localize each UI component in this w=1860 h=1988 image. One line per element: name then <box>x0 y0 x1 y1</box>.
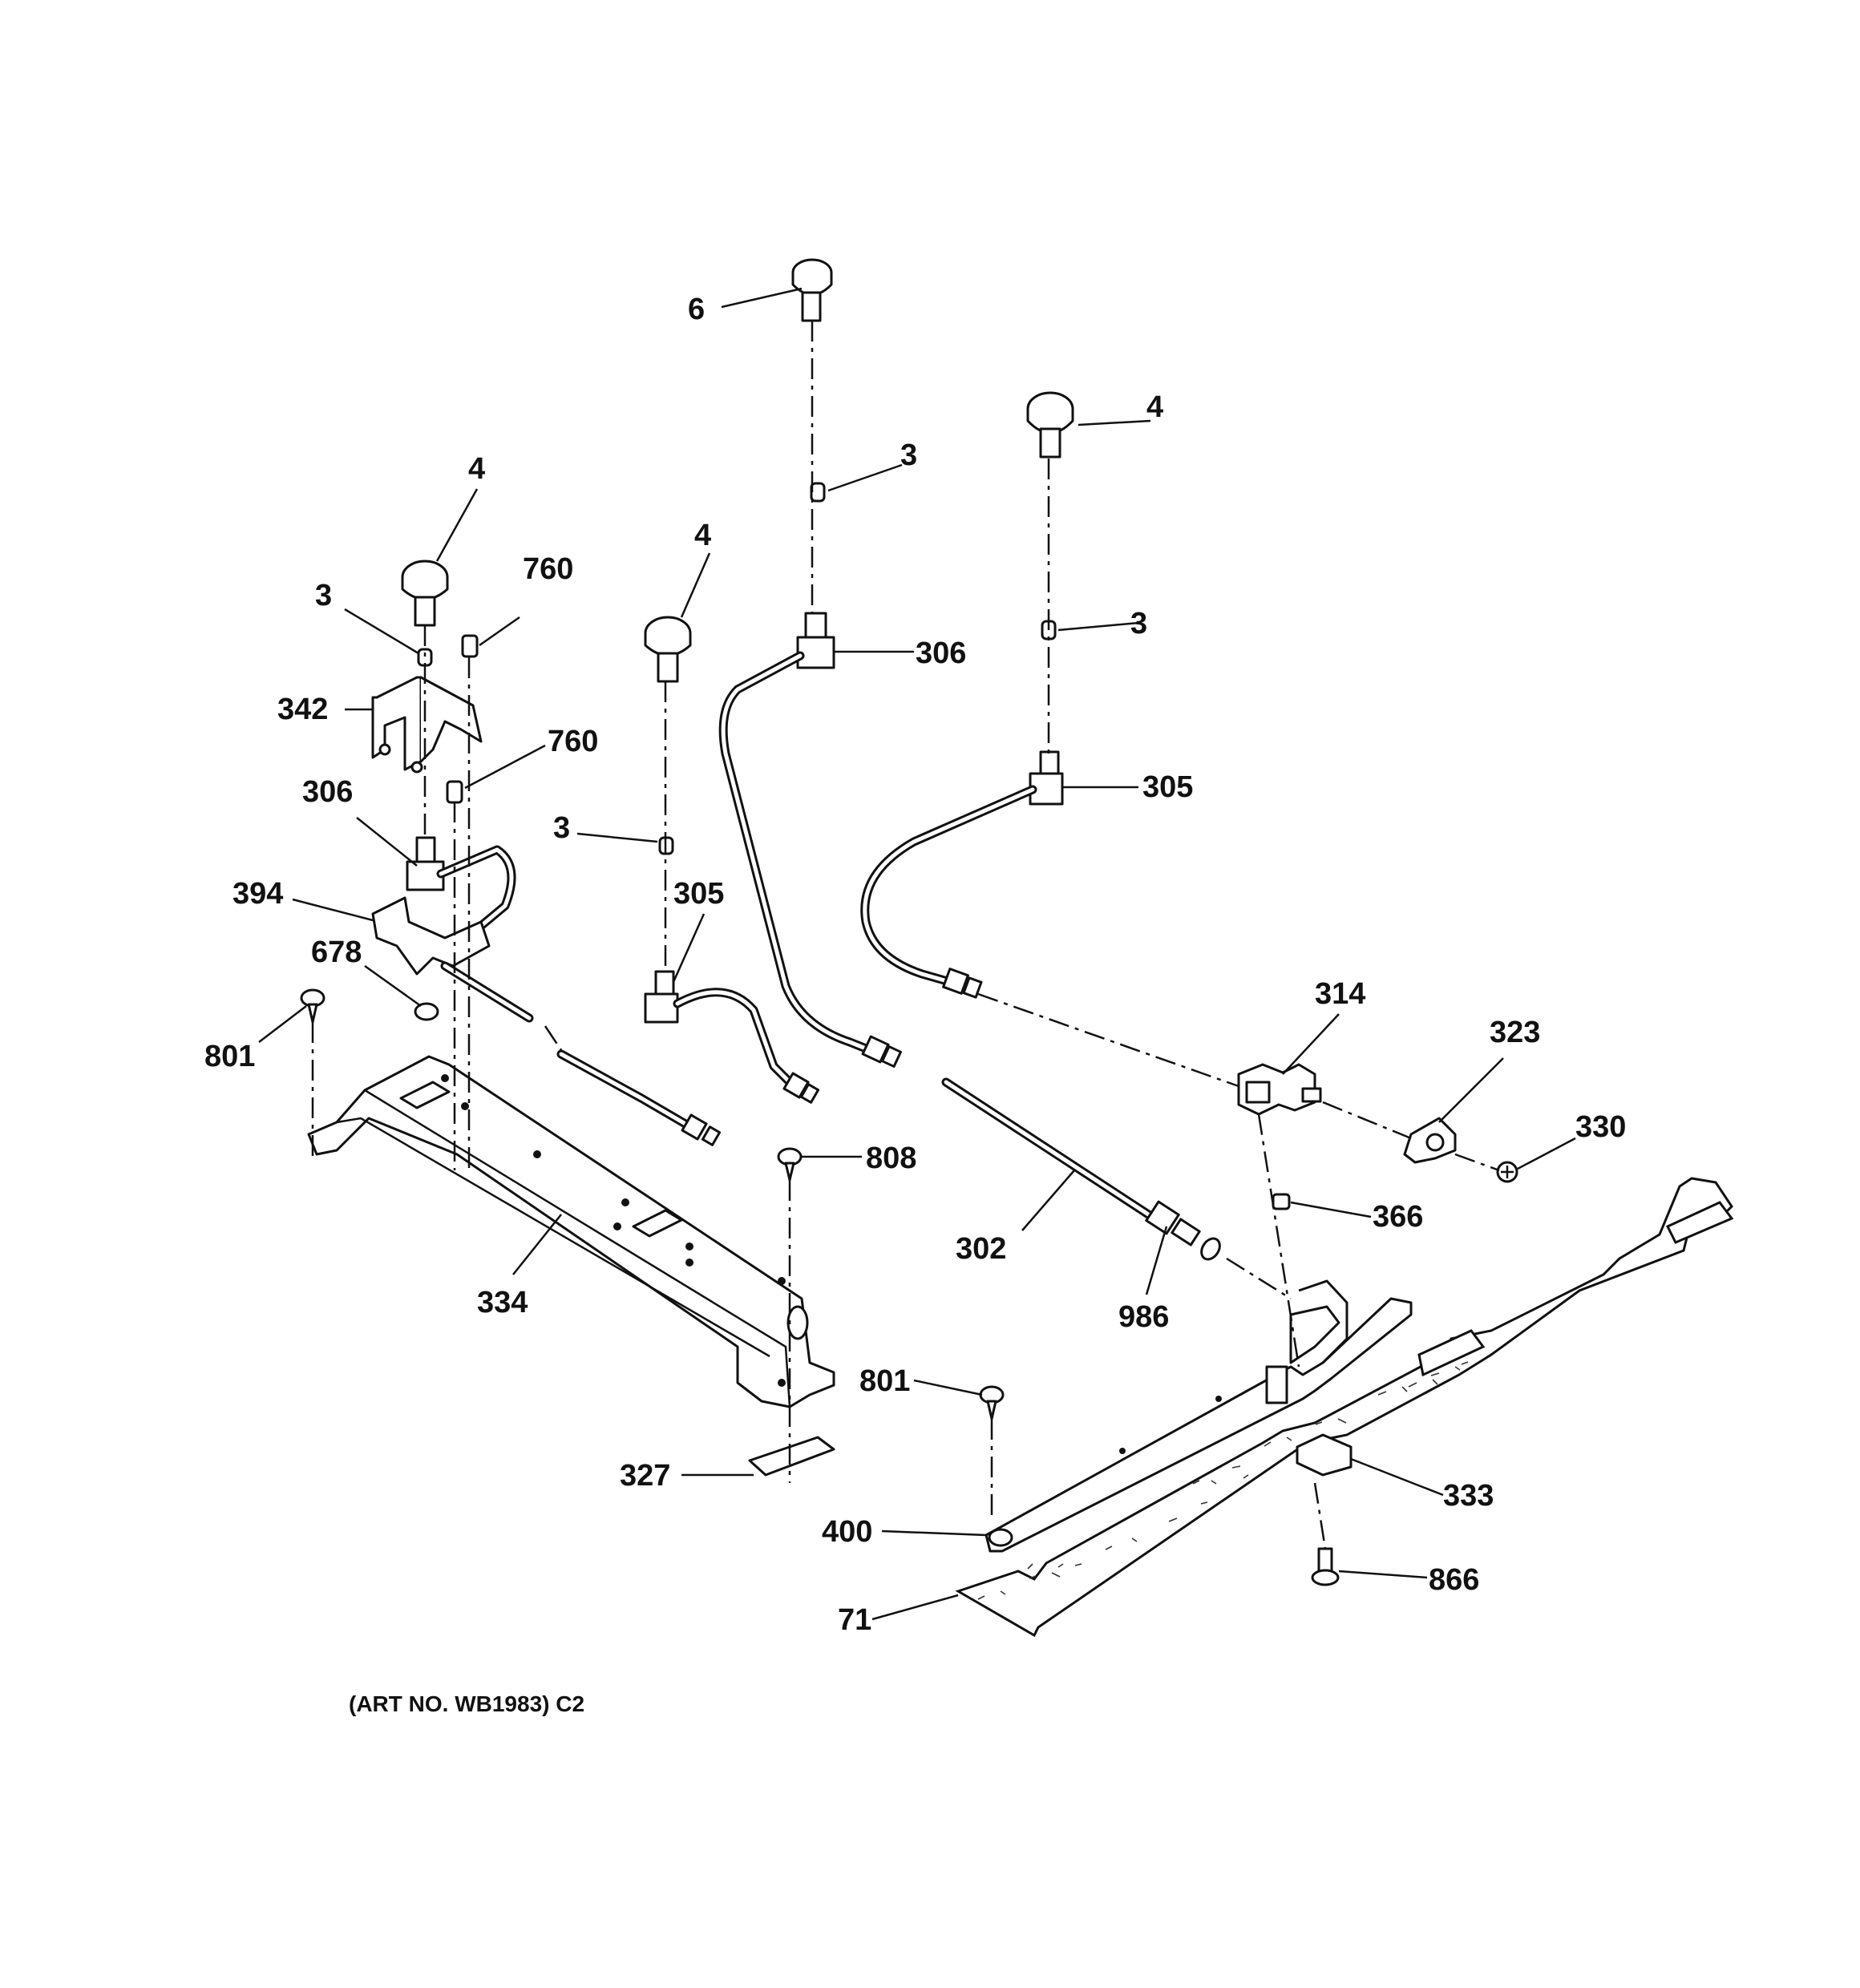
knob-6-top <box>791 258 833 322</box>
callout-306: 306 <box>916 636 966 670</box>
bracket-342 <box>371 676 483 774</box>
callout-808: 808 <box>866 1141 916 1175</box>
callout-labels: 6 3 4 4 4 760 3 306 3 342 760 305 306 3 … <box>204 293 1626 1637</box>
orifice-tube-302 <box>941 1077 1221 1261</box>
callout-342: 342 <box>277 693 328 726</box>
clip-366 <box>1272 1193 1291 1210</box>
callout-334: 334 <box>477 1286 528 1319</box>
callout-678: 678 <box>311 935 362 969</box>
callout-333: 333 <box>1443 1479 1494 1513</box>
callout-71: 71 <box>838 1603 871 1637</box>
callout-801: 801 <box>204 1040 255 1073</box>
clip-333 <box>1296 1433 1353 1477</box>
knob-4-center <box>644 616 692 683</box>
callout-323: 323 <box>1490 1016 1540 1049</box>
valve-306-left <box>406 836 516 951</box>
callout-400: 400 <box>822 1515 872 1549</box>
callout-4: 4 <box>468 452 485 486</box>
manifold-pipe-400 <box>985 1279 1413 1553</box>
leader-lines <box>258 287 1576 1621</box>
screw-866 <box>1311 1547 1340 1586</box>
bracket-323 <box>1403 1117 1457 1164</box>
callout-314: 314 <box>1315 977 1365 1011</box>
spring-3-top <box>810 482 826 503</box>
callout-986: 986 <box>1118 1300 1169 1334</box>
alignment-lines <box>311 321 1500 1550</box>
callout-3: 3 <box>553 811 570 845</box>
callout-3: 3 <box>900 438 917 472</box>
valve-306-top <box>718 612 902 1068</box>
callout-305: 305 <box>1142 770 1193 804</box>
callout-760: 760 <box>523 552 573 586</box>
washer-330 <box>1496 1161 1518 1183</box>
callout-305: 305 <box>673 877 724 911</box>
valve-305-right <box>860 750 1064 999</box>
screw-760-lower <box>446 780 463 804</box>
callout-760: 760 <box>548 725 598 758</box>
callout-366: 366 <box>1373 1200 1423 1234</box>
nut-678 <box>414 1002 439 1021</box>
callout-306: 306 <box>302 775 353 809</box>
callout-302: 302 <box>956 1232 1006 1266</box>
callout-330: 330 <box>1575 1110 1626 1144</box>
callout-866: 866 <box>1429 1563 1479 1597</box>
tube-left-long <box>440 961 722 1146</box>
callout-4: 4 <box>1146 390 1163 424</box>
callout-3: 3 <box>1130 607 1147 640</box>
insulation-71 <box>955 1177 1734 1638</box>
shield-327 <box>748 1436 835 1477</box>
callout-3: 3 <box>315 579 332 612</box>
valve-305-center <box>644 970 820 1104</box>
knob-4-left <box>401 560 449 627</box>
callout-6: 6 <box>688 293 705 326</box>
screw-801-right <box>979 1385 1005 1420</box>
callout-394: 394 <box>232 877 283 911</box>
art-number-caption: (ART NO. WB1983) C2 <box>349 1691 584 1716</box>
screw-760-upper <box>461 634 479 658</box>
callout-4: 4 <box>694 519 711 552</box>
screw-808 <box>777 1147 803 1182</box>
callout-327: 327 <box>620 1459 670 1493</box>
callout-801: 801 <box>859 1364 910 1398</box>
manifold-bracket-334 <box>307 1055 835 1408</box>
screw-801-left <box>300 988 326 1024</box>
bracket-394 <box>371 896 491 976</box>
valve-314 <box>1237 1063 1322 1116</box>
knob-4-right <box>1026 391 1074 459</box>
